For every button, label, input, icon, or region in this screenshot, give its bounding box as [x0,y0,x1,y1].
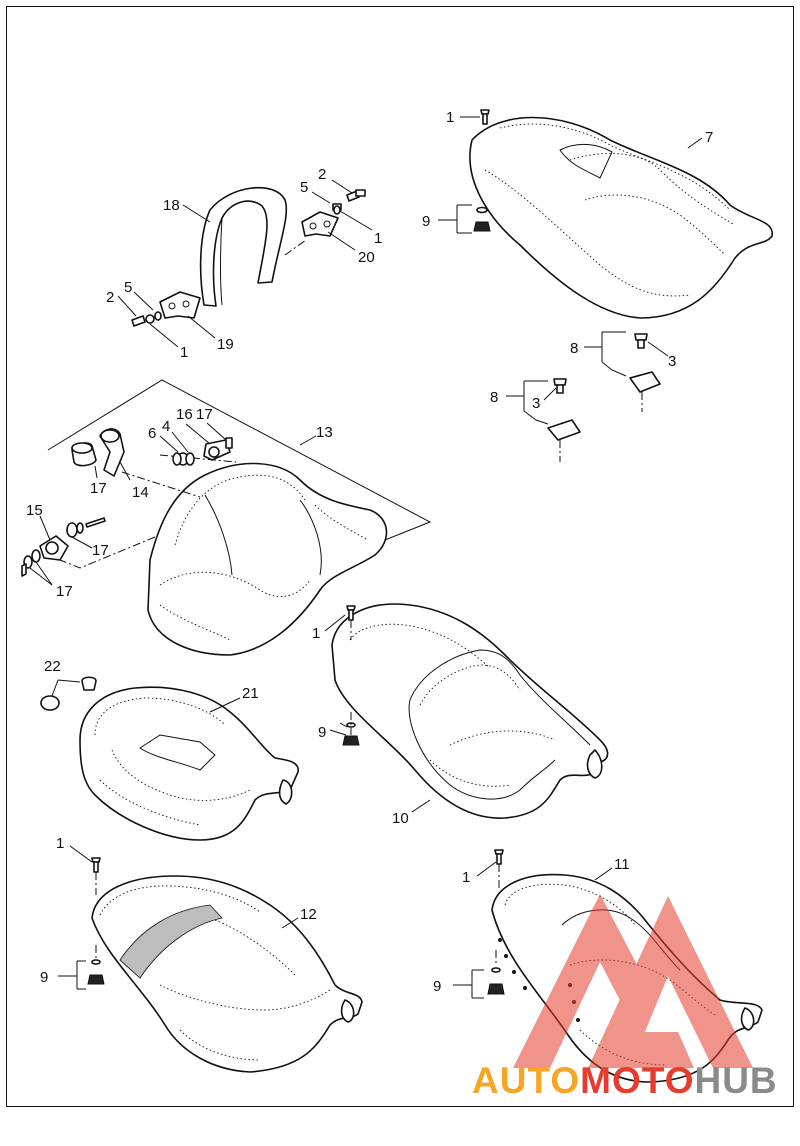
callout-12: 12 [300,906,317,923]
screw-1-top: 1 7 [446,109,713,149]
backrest-13: 13 [47,379,432,656]
callout-9: 9 [422,213,430,230]
clamp-8-lower: 3 8 [490,378,581,462]
callout-22: 22 [44,658,61,675]
brand-word-hub: HUB [694,1060,778,1101]
seat-7 [469,116,773,319]
bumper-22: 22 [40,658,97,711]
backrest-strap-18: 18 [163,186,288,307]
callout-11: 11 [614,856,630,873]
hinge-parts-14-17: 17 14 6 4 16 17 [71,406,233,501]
fastener-1-seat-12: 1 [56,835,101,895]
callout-1: 1 [374,230,382,247]
pillion-pad-21: 21 [79,685,299,841]
fastener-1-seat-11: 1 [462,849,504,888]
callout-8: 8 [570,340,578,357]
callout-6: 6 [148,425,156,442]
brand-wordmark: AUTOMOTOHUB [472,1062,778,1099]
fastener-9-seat-10: 9 [318,712,360,746]
bracket-20: 2 5 1 20 [284,166,382,266]
fastener-9-seat-12: 9 [40,945,105,990]
callout-9: 9 [433,978,441,995]
callout-10: 10 [392,810,409,827]
callout-9: 9 [40,969,48,986]
callout-1: 1 [462,869,470,886]
clamp-8-upper: 3 8 [570,331,676,412]
callout-19: 19 [217,336,234,353]
brand-word-moto: MOTO [580,1060,695,1101]
hinge-parts-15-17: 15 17 17 [21,502,109,600]
callout-21: 21 [242,685,259,702]
callout-15: 15 [26,502,43,519]
callout-17: 17 [92,542,109,559]
callout-3: 3 [668,353,676,370]
callout-4: 4 [162,418,170,435]
callout-2: 2 [318,166,326,183]
callout-13: 13 [316,424,333,441]
callout-20: 20 [358,249,375,266]
callout-18: 18 [163,197,180,214]
callout-3: 3 [532,395,540,412]
callout-2: 2 [106,289,114,306]
automotohub-logo [513,894,753,1068]
callout-17: 17 [56,583,73,600]
fastener-1-seat-10: 1 [312,605,356,642]
callout-17: 17 [90,480,107,497]
callout-1: 1 [56,835,64,852]
callout-1: 1 [312,625,320,642]
callout-5: 5 [124,279,132,296]
fastener-9-seat-11: 9 [433,950,505,999]
seat-12: 12 [91,875,363,1073]
seat-10: 10 [331,603,609,827]
callout-7: 7 [705,129,713,146]
callout-9: 9 [318,724,326,741]
callout-16: 16 [176,406,193,423]
bracket-19: 2 5 1 19 [106,279,234,361]
callout-14: 14 [132,484,149,501]
brand-word-auto: AUTO [472,1060,581,1101]
callout-1: 1 [180,344,188,361]
diagram-frame [6,6,794,1107]
callout-5: 5 [300,179,308,196]
callout-8: 8 [490,389,498,406]
callout-17: 17 [196,406,213,423]
callout-1: 1 [446,109,454,126]
fastener-9-top: 9 [422,204,491,234]
